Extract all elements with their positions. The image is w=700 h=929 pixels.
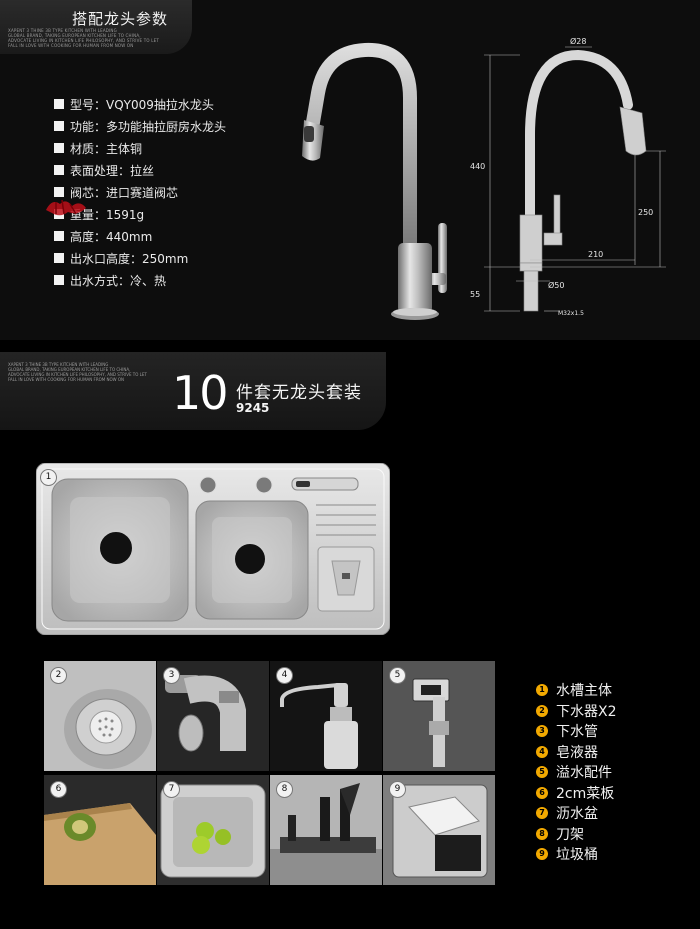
spec-item: 型号：VQY009抽拉水龙头 [54, 93, 226, 115]
spec-item: 功能：多功能抽拉厨房水龙头 [54, 115, 226, 137]
thumb-knife-rack: 8 [270, 775, 382, 885]
thumb-trash-bin: 9 [383, 775, 495, 885]
sink-main-image [36, 463, 390, 635]
part-number-badge: 5 [389, 667, 406, 684]
dim-top-diameter: Ø28 [570, 36, 586, 46]
kit-piece-count: 10 [172, 366, 229, 420]
spec-list: 型号：VQY009抽拉水龙头 功能：多功能抽拉厨房水龙头 材质：主体铜 表面处理… [54, 93, 226, 291]
soap-dispenser-image [270, 661, 382, 771]
number-badge: 7 [536, 807, 548, 820]
dim-spout-height: 250 [638, 208, 653, 217]
kit-banner [0, 352, 386, 430]
knife-rack-image [270, 775, 382, 885]
part-number-badge: 1 [40, 469, 57, 486]
part-number-badge: 8 [276, 781, 293, 798]
number-badge: 4 [536, 745, 548, 758]
brand-tagline: XAPENT 3 THINE 3B TYPE KITCHEN WITH LEAD… [8, 28, 160, 48]
number-badge: 6 [536, 786, 548, 799]
dim-base-diameter: Ø50 [548, 280, 564, 290]
number-badge: 1 [536, 684, 548, 697]
kit-model-number: 9245 [236, 401, 270, 415]
dim-total-height: 440 [470, 162, 485, 171]
thumb-drain-pipe: 3 [157, 661, 269, 771]
spec-item: 出水方式：冷、热 [54, 269, 226, 291]
thumb-drain-strainer: 2 [44, 661, 156, 771]
section-title: 搭配龙头参数 [72, 10, 169, 28]
faucet-dimension-diagram: Ø28 440 250 210 Ø50 55 M32x1.5 [470, 36, 666, 317]
kit-title: 件套无龙头套装 [236, 383, 362, 403]
number-badge: 3 [536, 725, 548, 738]
part-number-badge: 3 [163, 667, 180, 684]
square-bullet-icon [54, 99, 64, 109]
square-bullet-icon [54, 165, 64, 175]
part-number-badge: 9 [389, 781, 406, 798]
spec-item: 出水口高度：250mm [54, 247, 226, 269]
part-number-badge: 7 [163, 781, 180, 798]
dim-base-height: 55 [470, 290, 480, 299]
square-bullet-icon [54, 275, 64, 285]
spec-item: 表面处理：拉丝 [54, 159, 226, 181]
number-badge: 9 [536, 848, 548, 861]
number-badge: 5 [536, 766, 548, 779]
dim-reach: 210 [588, 250, 603, 259]
dim-thread: M32x1.5 [558, 310, 584, 317]
part-number-badge: 4 [276, 667, 293, 684]
thumb-overflow-fitting: 5 [383, 661, 495, 771]
number-badge: 2 [536, 704, 548, 717]
spec-item: 高度：440mm [54, 225, 226, 247]
square-bullet-icon [54, 253, 64, 263]
square-bullet-icon [54, 143, 64, 153]
spec-item: 阀芯：进口赛道阀芯 [54, 181, 226, 203]
section-header-tab [0, 0, 192, 54]
thumb-soap-dispenser: 4 [270, 661, 382, 771]
number-badge: 8 [536, 827, 548, 840]
square-bullet-icon [54, 231, 64, 241]
thumb-cutting-board: 6 [44, 775, 156, 885]
brand-watermark-logo [46, 199, 86, 216]
brand-tagline: XAPENT 3 THINE 3B TYPE KITCHEN WITH LEAD… [8, 362, 147, 382]
spec-item: 材质：主体铜 [54, 137, 226, 159]
square-bullet-icon [54, 121, 64, 131]
faucet-image [302, 42, 447, 320]
part-number-badge: 2 [50, 667, 67, 684]
thumb-colander: 7 [157, 775, 269, 885]
part-number-badge: 6 [50, 781, 67, 798]
square-bullet-icon [54, 187, 64, 197]
